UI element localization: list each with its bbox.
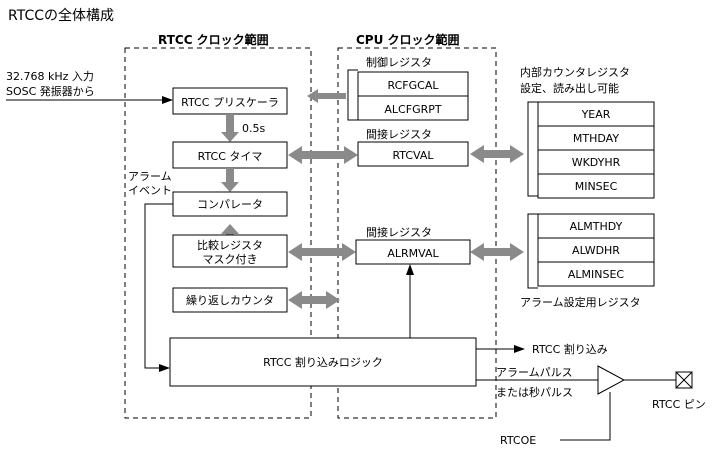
compare-to-comparator-arrowhead <box>221 224 239 234</box>
indirect-registers-label-1: 間接レジスタ <box>366 128 432 141</box>
counter-register-minsec <box>537 173 655 199</box>
alarm-register-label: ALWDHR <box>572 244 620 257</box>
counter-register-year <box>537 101 655 127</box>
timer-to-comparator-arrow-shaft <box>226 168 234 184</box>
control-registers-bracket <box>347 69 358 121</box>
interrupt-logic-block <box>169 337 477 387</box>
rtcc-clock-region-label: RTCC クロック範囲 <box>158 32 269 47</box>
comparator-label: コンパレータ <box>197 198 263 211</box>
rtcc-pin-icon <box>675 371 693 389</box>
timer-to-comparator-arrowhead <box>221 182 239 192</box>
repeat-counter-double-arrow <box>288 291 340 309</box>
interrupt-to-alrmval-arrowhead <box>406 264 414 275</box>
input-source-label: SOSC 発振器から <box>6 84 95 98</box>
alarm-setting-registers-label: アラーム設定用レジスタ <box>520 295 641 309</box>
alarm-pulse-label-line1: アラームパルス <box>496 366 573 379</box>
alcfgrpt-label: ALCFGRPT <box>384 103 441 116</box>
counter-registers-bracket <box>527 101 538 197</box>
rtcc-interrupt-arrowhead <box>514 345 525 353</box>
prescaler-block <box>172 87 288 115</box>
output-buffer-icon <box>597 365 626 395</box>
alcfgrpt-register <box>357 95 469 121</box>
alarm-pulse-label-line2: または秒パルス <box>496 385 573 399</box>
alarm-event-line <box>144 203 173 369</box>
rtcval-register <box>357 141 469 167</box>
indirect-registers-label-2: 間接レジスタ <box>366 226 432 239</box>
timer-rtcval-double-arrow <box>288 146 358 164</box>
compare-register-block <box>172 234 288 268</box>
rtcoe-label: RTCOE <box>500 434 536 447</box>
internal-counter-label-line1: 内部カウンタレジスタ <box>520 65 630 79</box>
repeat-counter-label: 繰り返しカウンタ <box>186 293 274 307</box>
rtcc-interrupt-label: RTCC 割り込み <box>532 342 608 356</box>
counter-register-mthday <box>537 125 655 151</box>
rtcc-pin-label: RTCC ピン <box>652 398 706 411</box>
compare-register-label-line1: 比較レジスタ <box>197 238 263 252</box>
rtcval-label: RTCVAL <box>392 149 434 162</box>
counter-register-label: WKDYHR <box>572 156 621 169</box>
rcfgcal-register <box>357 71 469 97</box>
input-arrowhead <box>162 96 173 104</box>
timer-block <box>172 141 288 169</box>
counter-register-wkdyhr <box>537 149 655 175</box>
alarm-event-label-line1: アラーム <box>128 170 172 183</box>
repeat-counter-block <box>172 287 288 313</box>
rtcoe-line <box>560 392 611 441</box>
alarm-registers-bracket <box>527 213 538 289</box>
control-to-prescaler-arrow <box>307 89 346 103</box>
prescaler-to-timer-arrow-shaft <box>226 114 234 134</box>
internal-counter-label-line2: 設定、読み出し可能 <box>520 81 619 95</box>
counter-register-label: MTHDAY <box>573 132 619 145</box>
counter-register-label: MINSEC <box>575 180 618 193</box>
control-registers-label: 制御レジスタ <box>366 55 432 69</box>
alarm-event-arrowhead <box>159 364 170 372</box>
prescaler-to-timer-arrowhead <box>221 132 239 142</box>
cpu-clock-region <box>337 47 497 419</box>
alarm-register-alminsec <box>537 261 655 287</box>
counter-register-label: YEAR <box>581 108 611 121</box>
alarm-register-label: ALMTHDY <box>570 220 623 233</box>
alarm-register-label: ALMINSEC <box>568 268 625 281</box>
comparator-block <box>172 191 288 217</box>
prescaler-label: RTCC プリスケーラ <box>181 96 279 109</box>
counter-register-group: YEAR MTHDAY WKDYHR MINSEC <box>537 101 655 199</box>
diagram-title: RTCCの全体構成 <box>8 7 114 24</box>
alarm-register-group: ALMTHDY ALWDHR ALMINSEC <box>537 213 655 287</box>
alarm-event-label-line2: イベント <box>128 184 172 197</box>
compare-register-label-line2: マスク付き <box>203 253 258 266</box>
rcfgcal-label: RCFGCAL <box>388 79 440 92</box>
compare-alrmval-double-arrow <box>288 243 356 261</box>
half-second-label: 0.5s <box>242 122 265 135</box>
cpu-clock-region-label: CPU クロック範囲 <box>356 32 460 47</box>
alrmval-label: ALRMVAL <box>387 247 439 260</box>
rtcval-counter-double-arrow <box>470 145 524 163</box>
rtcc-clock-region <box>124 47 312 419</box>
interrupt-logic-label: RTCC 割り込みロジック <box>263 355 383 369</box>
alrmval-alarm-double-arrow <box>470 243 524 261</box>
input-frequency-label: 32.768 kHz 入力 <box>6 70 94 83</box>
timer-label: RTCC タイマ <box>198 150 263 163</box>
